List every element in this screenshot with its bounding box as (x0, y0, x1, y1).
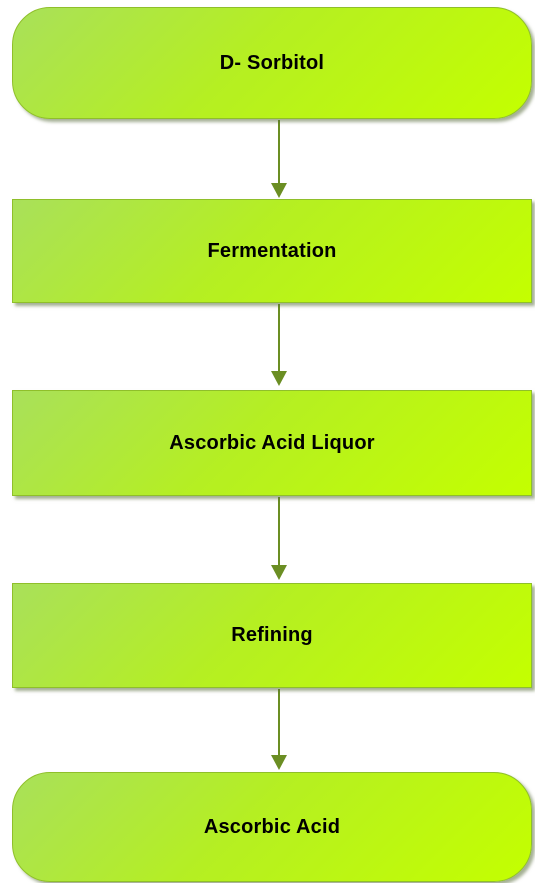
arrow-2 (271, 304, 287, 386)
step-label: D- Sorbitol (219, 51, 325, 74)
arrow-4 (271, 689, 287, 770)
arrow-3 (271, 497, 287, 580)
step-ascorbic-acid-liquor: Ascorbic Acid Liquor (12, 390, 532, 496)
step-fermentation: Fermentation (12, 199, 532, 303)
step-refining: Refining (12, 583, 532, 688)
step-label: Refining (231, 624, 313, 646)
step-label: Fermentation (207, 239, 337, 262)
step-label: Ascorbic Acid Liquor (169, 431, 375, 454)
step-ascorbic-acid: Ascorbic Acid (12, 772, 532, 882)
step-label: Ascorbic Acid (203, 815, 341, 838)
arrow-1 (271, 120, 287, 198)
step-d-sorbitol: D- Sorbitol (12, 7, 532, 119)
